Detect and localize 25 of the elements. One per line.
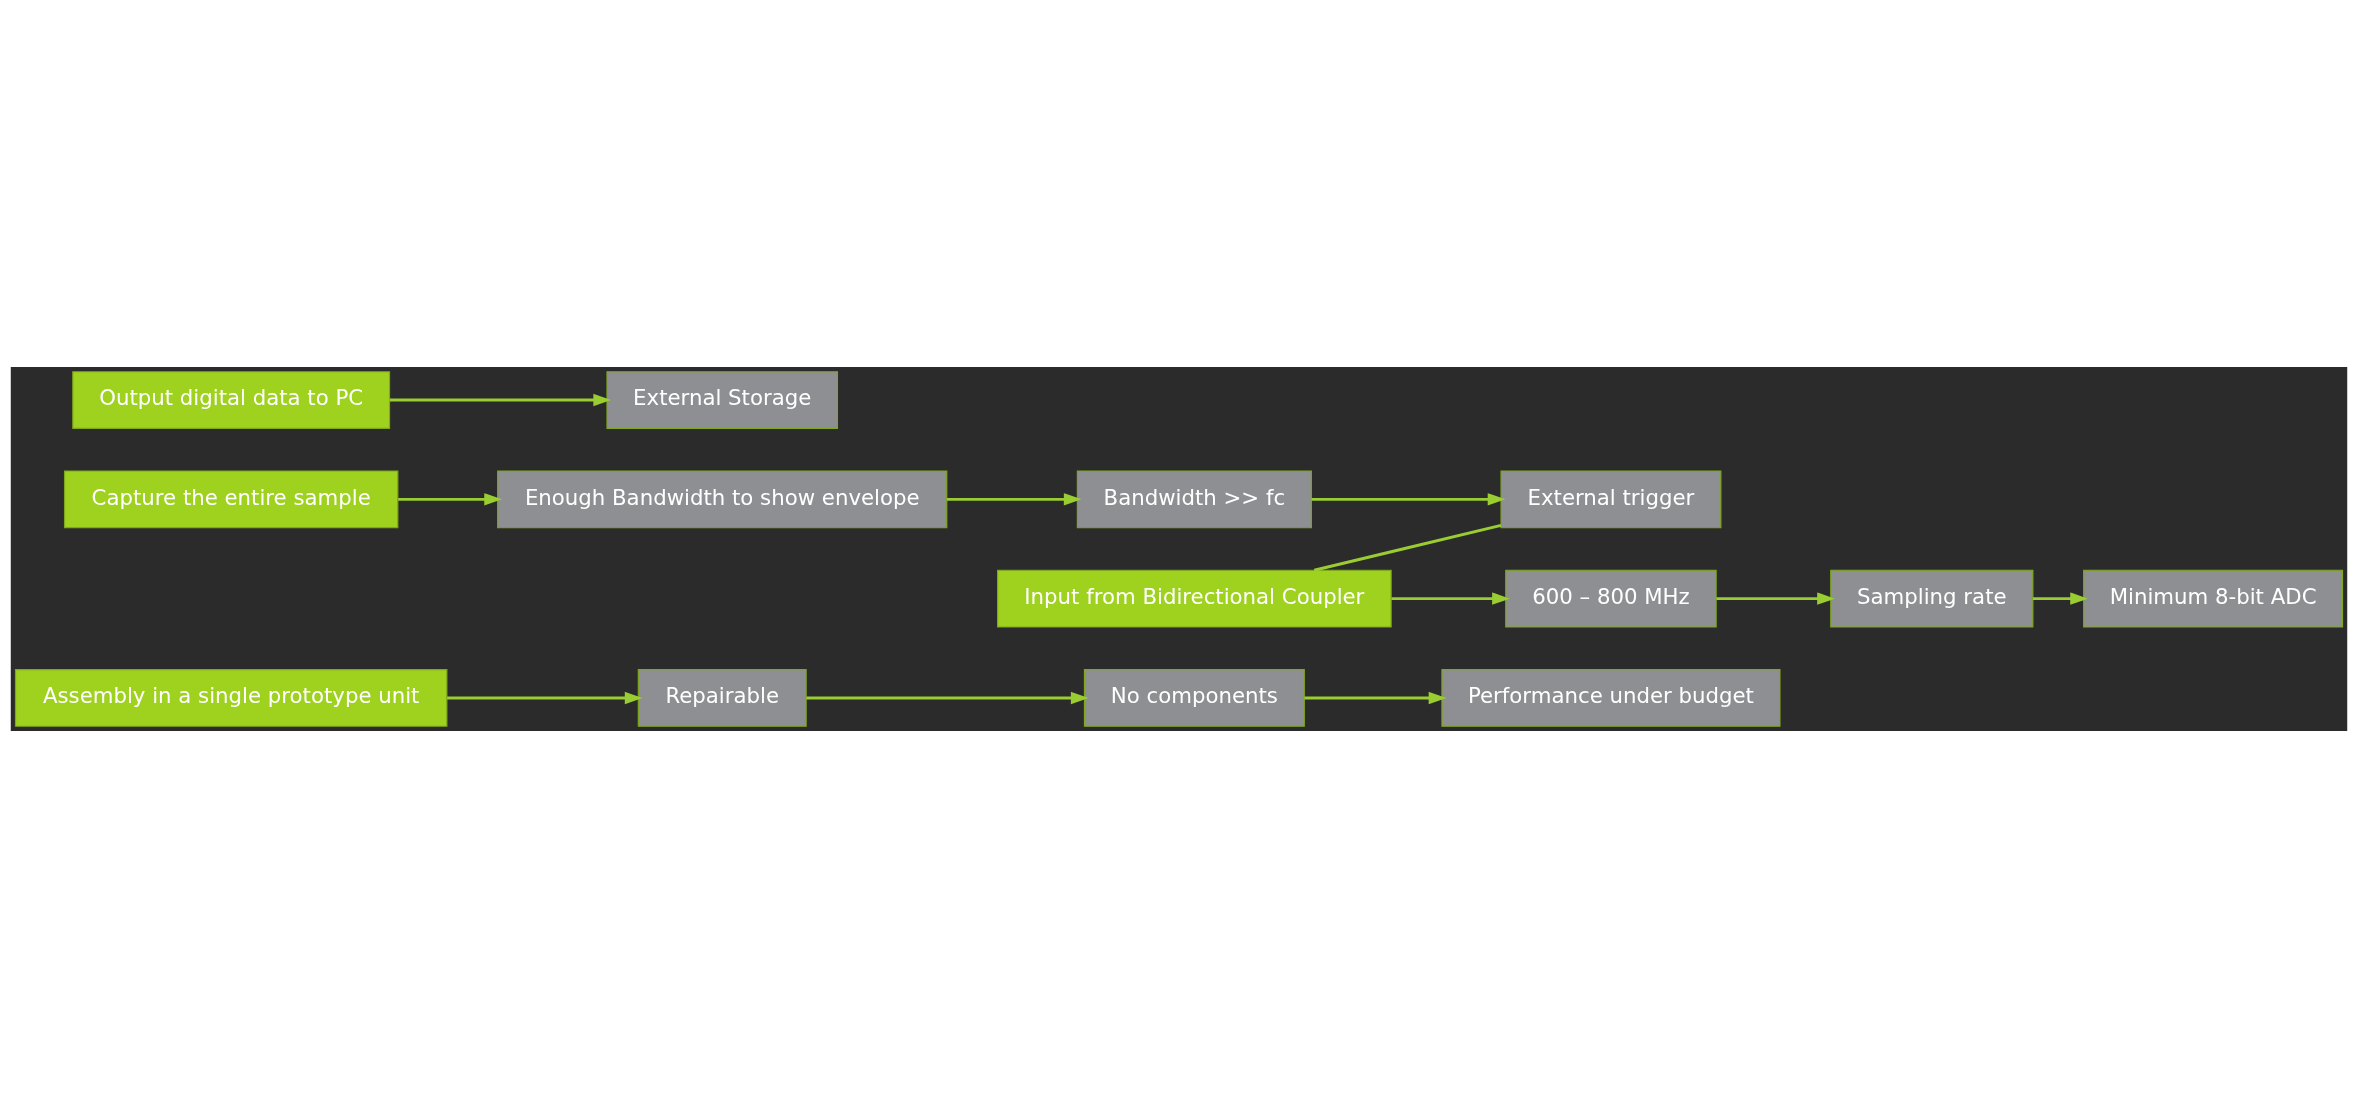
node-box: External trigger	[1500, 469, 1722, 528]
arrow	[389, 393, 612, 406]
node-box: Minimum 8-bit ADC	[2083, 569, 2344, 628]
arrow	[447, 691, 643, 704]
node-box: Sampling rate	[1830, 569, 2034, 628]
node-box: Output digital data to PC	[72, 370, 391, 429]
node-box: Bandwidth >> fc	[1076, 469, 1312, 528]
arrow	[946, 492, 1082, 506]
node-box: Performance under budget	[1441, 668, 1781, 727]
arrow	[1391, 591, 1510, 605]
node-box: Input from Bidirectional Coupler	[997, 569, 1392, 628]
arrow	[1304, 691, 1447, 704]
connector	[1313, 523, 1502, 572]
arrow	[2032, 591, 2088, 605]
node-box: No components	[1083, 668, 1305, 727]
arrow	[806, 691, 1089, 704]
node-box: Assembly in a single prototype unit	[14, 668, 448, 727]
node-box: Enough Bandwidth to show envelope	[497, 469, 948, 528]
arrow	[1311, 492, 1506, 506]
node-box: 600 – 800 MHz	[1505, 569, 1717, 628]
node-box: Repairable	[637, 668, 807, 727]
node-box: Capture the entire sample	[63, 469, 399, 528]
arrow	[398, 492, 502, 506]
node-box: External Storage	[606, 370, 839, 429]
arrow	[1716, 591, 1835, 605]
